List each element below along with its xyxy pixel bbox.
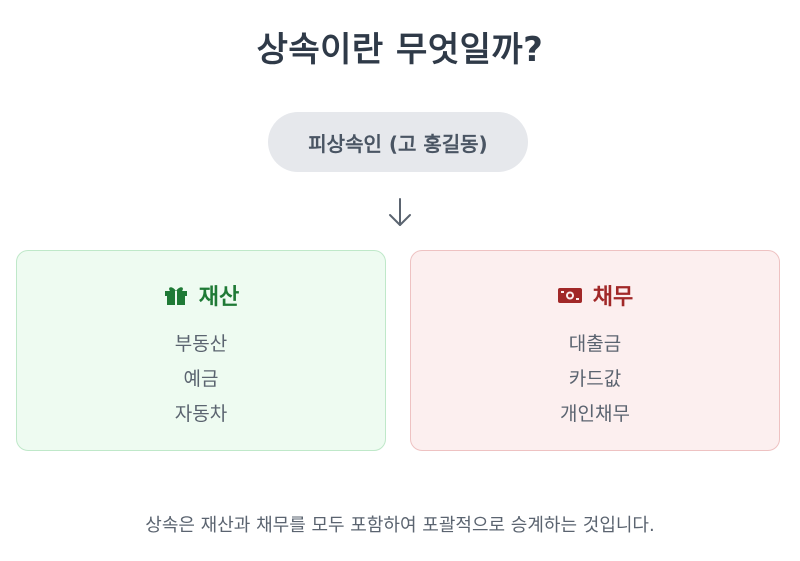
- deceased-label: 피상속인 (고 홍길동): [308, 131, 488, 156]
- page-title: 상속이란 무엇일까?: [256, 30, 544, 70]
- assets-header: 재산: [17, 279, 385, 311]
- debts-item: 대출금: [568, 333, 622, 355]
- assets-card: 재산 부동산 예금 자동차: [16, 250, 386, 451]
- arrow-down-icon: [389, 198, 411, 226]
- debts-list: 대출금 카드값 개인채무: [411, 327, 779, 432]
- debts-title: 채무: [592, 285, 634, 310]
- assets-list: 부동산 예금 자동차: [17, 327, 385, 432]
- debts-card: 채무 대출금 카드값 개인채무: [410, 250, 780, 451]
- debts-header: 채무: [411, 279, 779, 311]
- debts-item: 카드값: [568, 368, 622, 390]
- assets-item: 예금: [183, 368, 219, 390]
- banknote-icon: [557, 288, 582, 303]
- deceased-node: 피상속인 (고 홍길동): [268, 112, 528, 172]
- gift-icon: [164, 287, 187, 305]
- assets-title: 재산: [198, 285, 240, 310]
- assets-item: 부동산: [174, 333, 228, 355]
- assets-item: 자동차: [174, 403, 228, 425]
- debts-item: 개인채무: [560, 403, 630, 425]
- footnote: 상속은 재산과 채무를 모두 포함하여 포괄적으로 승계하는 것입니다.: [145, 515, 655, 536]
